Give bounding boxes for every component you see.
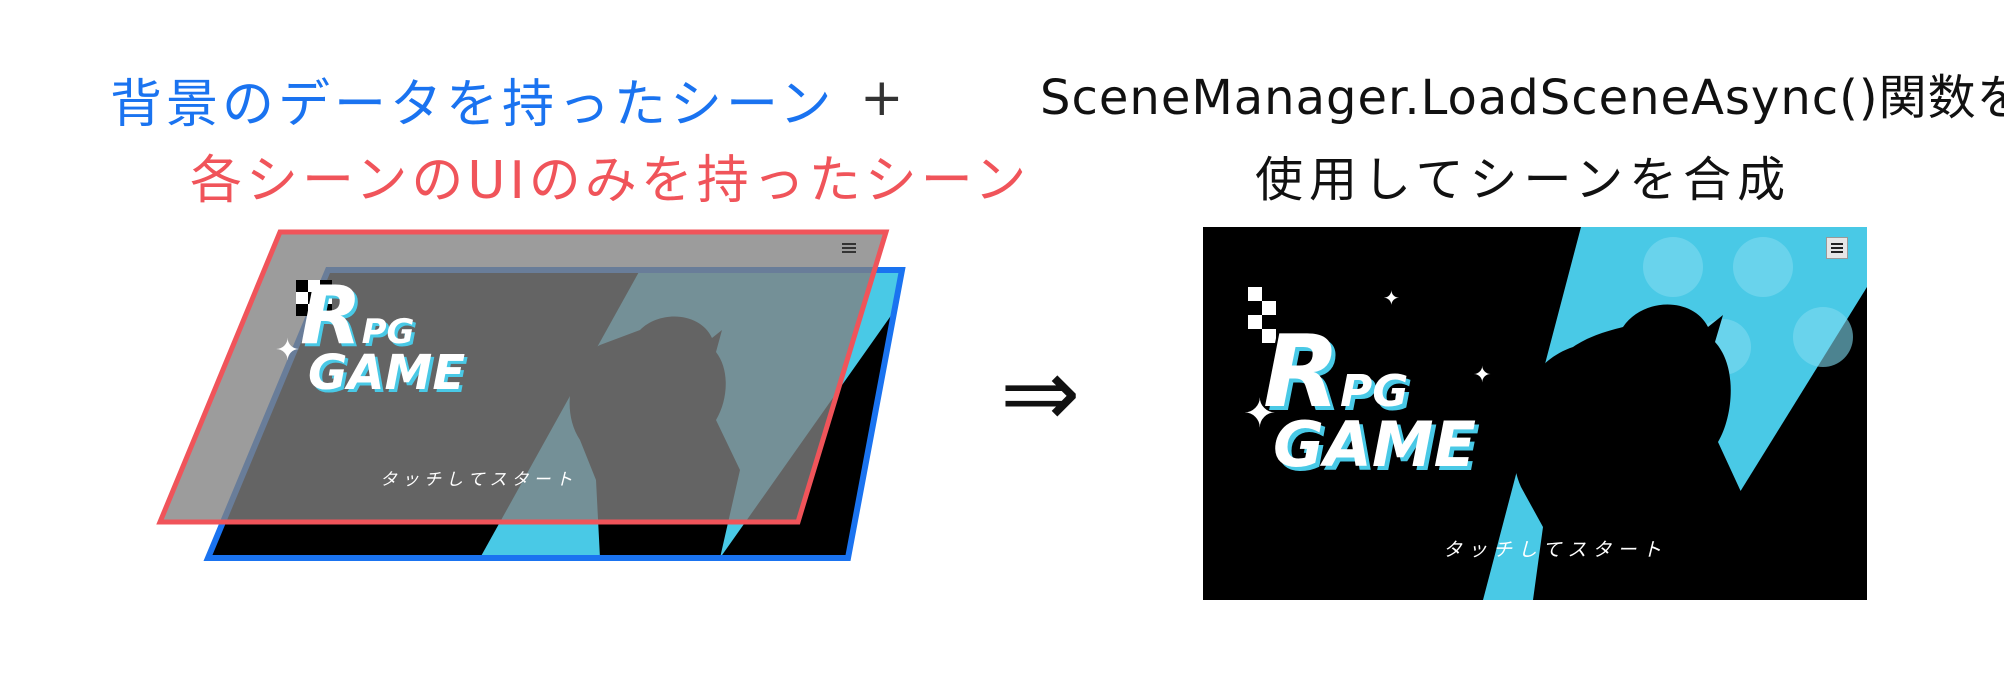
composited-game-screen: ✦ ✦ ✦ RPG GAME タッチしてスタート — [1203, 227, 1867, 600]
hamburger-menu-icon[interactable] — [1826, 237, 1848, 259]
checkered-flag-icon — [296, 280, 332, 316]
ui-scene-label: 各シーンのUIのみを持ったシーン — [190, 151, 1031, 211]
sparkle-icon: ✦ — [275, 333, 300, 368]
merge-scene-label: 使用してシーンを合成 — [1255, 152, 1792, 208]
character-silhouette — [1512, 304, 1748, 600]
sparkle-icon: ✦ — [1473, 363, 1491, 388]
background-scene-label: 背景のデータを持ったシーン — [110, 75, 836, 135]
checkered-flag-icon — [1248, 287, 1276, 343]
result-game-logo: RPG GAME — [1263, 313, 1476, 481]
load-scene-async-label: SceneManager.LoadSceneAsync()関数を — [1040, 70, 2004, 126]
layer-game-logo: RPG GAME — [300, 269, 466, 401]
right-arrow-icon: ⇒ — [1000, 337, 1081, 449]
layer-start-text: タッチしてスタート — [380, 470, 578, 490]
start-prompt-text[interactable]: タッチしてスタート — [1443, 539, 1668, 561]
ui-scene-layer: ✦ — [156, 229, 890, 525]
layer-menu-icon — [840, 240, 858, 256]
sparkle-icon: ✦ — [1243, 391, 1277, 437]
result-background-art: ✦ ✦ ✦ — [1243, 227, 1867, 600]
plus-sign: + — [860, 68, 904, 128]
sparkle-icon: ✦ — [1383, 286, 1400, 310]
